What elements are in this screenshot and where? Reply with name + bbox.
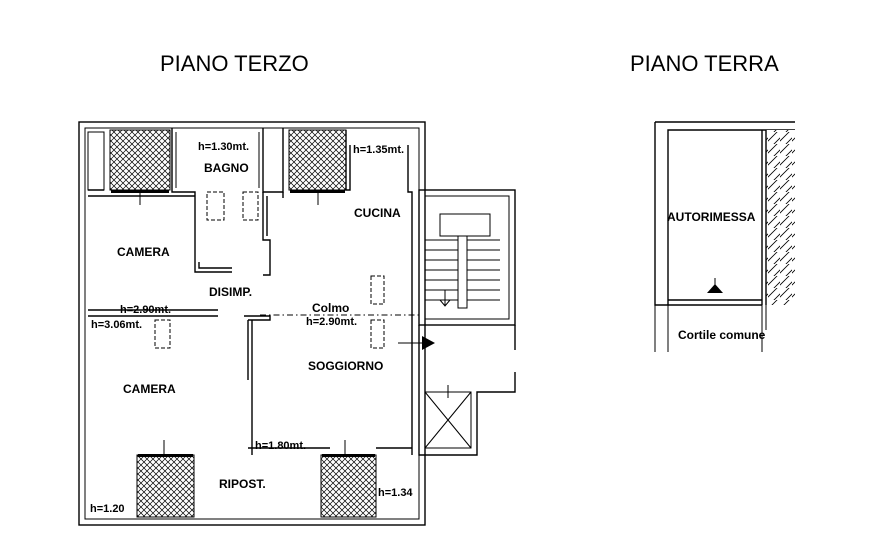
stair-steps-left — [425, 239, 458, 301]
stairwell — [418, 189, 516, 456]
skylight-ripost-right — [320, 454, 377, 518]
stairwell-wall — [418, 189, 516, 326]
bagno-wall-inner — [175, 132, 260, 188]
cortile-walls — [654, 305, 767, 352]
cucina-east-wall — [407, 145, 413, 310]
stair-direction-arrow-icon — [439, 290, 451, 307]
outer-wall — [78, 121, 426, 526]
ground-floor-plan — [654, 121, 795, 352]
stair-steps-right — [467, 239, 500, 301]
lift-shaft-cross — [424, 391, 472, 449]
height-bagno: h=1.30mt. — [198, 141, 249, 153]
label-camera-bottom: CAMERA — [123, 382, 176, 396]
label-bagno: BAGNO — [204, 161, 249, 175]
label-disimp: DISIMP. — [209, 285, 252, 299]
camera-top-door-wall — [194, 262, 232, 273]
height-soggiorno: h=1.80mt. — [255, 440, 306, 452]
label-soggiorno: SOGGIORNO — [308, 359, 383, 373]
window-bar — [322, 454, 375, 457]
bagno-fixture — [206, 191, 225, 221]
skylight-ripost-left — [136, 454, 195, 518]
bagno-fixture — [242, 191, 259, 221]
height-camera-bottom: h=3.06mt. — [91, 319, 142, 331]
window-swing — [139, 193, 346, 454]
height-corner-right: h=1.34 — [378, 487, 413, 499]
third-floor-plan — [78, 121, 435, 526]
skylight-cucina — [288, 129, 347, 191]
label-colmo: Colmo — [312, 301, 349, 315]
stair-landing — [439, 213, 491, 237]
stairwell-inner — [424, 195, 510, 320]
camera-top-wall — [88, 189, 195, 197]
height-camera-top: h=2.90mt. — [120, 304, 171, 316]
skylight-camera — [109, 129, 171, 191]
label-ripost: RIPOST. — [219, 477, 266, 491]
autorimessa-door-wall — [668, 130, 767, 306]
stair-lower-wall — [418, 325, 516, 456]
cucina-side-wall — [345, 130, 351, 191]
label-cucina: CUCINA — [354, 206, 401, 220]
entrance-arrow-icon — [422, 336, 435, 350]
bagno-wall — [171, 128, 284, 262]
title-piano-terzo: PIANO TERZO — [160, 51, 309, 76]
window-bar — [111, 190, 169, 193]
soggiorno-fixture — [370, 319, 385, 349]
adjacent-hatch — [766, 130, 795, 305]
camera-fixture — [154, 319, 171, 349]
label-autorimessa: AUTORIMESSA — [667, 210, 756, 224]
label-cortile-comune: Cortile comune — [678, 328, 766, 342]
soggiorno-fixture — [370, 275, 385, 305]
cucina-wall — [262, 192, 284, 276]
height-corner-left: h=1.20 — [90, 503, 125, 515]
soggiorno-west-wall — [244, 315, 271, 455]
window-bar — [290, 190, 345, 193]
stair-well — [457, 235, 468, 309]
wall-niche — [87, 131, 105, 191]
garage-entrance-arrow-icon — [707, 284, 723, 293]
camera-partition — [88, 309, 218, 317]
title-piano-terra: PIANO TERRA — [630, 51, 779, 76]
window-bar — [138, 454, 193, 457]
height-colmo: h=2.90mt. — [306, 316, 357, 328]
label-camera-top: CAMERA — [117, 245, 170, 259]
height-cucina: h=1.35mt. — [353, 144, 404, 156]
